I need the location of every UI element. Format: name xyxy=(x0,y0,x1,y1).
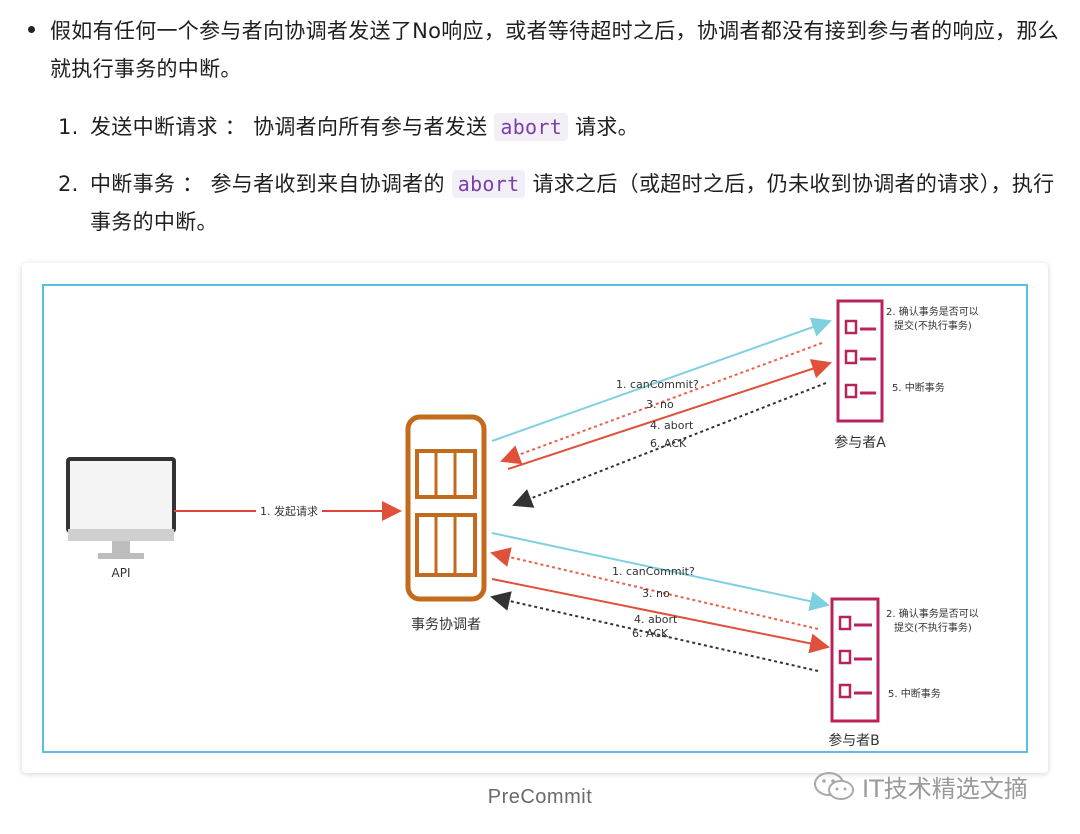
bullet-item: 假如有任何一个参与者向协调者发送了No响应，或者等待超时之后，协调者都没有接到参… xyxy=(28,12,1068,88)
request-label: 1. 发起请求 xyxy=(260,504,318,518)
arrow-no-b xyxy=(490,547,819,630)
arrow-no-a xyxy=(500,342,823,465)
precommit-diagram: API 1. 发起请求 事务协调者 参与者A 2. 确认事务是否可以 xyxy=(42,284,1028,753)
arrow-ack-a xyxy=(512,382,827,508)
diagram-border xyxy=(42,284,1028,753)
ordered-list-2: 2. 中断事务 ： 参与者收到来自协调者的 abort 请求之后（或超时之后，仍… xyxy=(58,165,1058,241)
step-text-end: 请求之后（或超时之后，仍未收到协调者的请求），执行事务的中断。 xyxy=(90,172,1055,234)
msg-abort-a: 4. abort xyxy=(650,419,694,432)
list-number: 1. xyxy=(58,115,79,139)
inline-code: abort xyxy=(451,170,526,198)
msg-ack-b: 6. ACK xyxy=(632,627,669,640)
participant-a-icon xyxy=(836,299,884,423)
note-confirm-a-2: 提交(不执行事务) xyxy=(894,319,972,332)
list-item: 2. 中断事务 ： 参与者收到来自协调者的 abort 请求之后（或超时之后，仍… xyxy=(58,165,1058,241)
coordinator-label: 事务协调者 xyxy=(411,617,481,633)
arrow-abort-a xyxy=(507,359,832,470)
figure-caption: PreCommit xyxy=(487,786,593,808)
arrow-cancommit-b xyxy=(491,532,830,612)
watermark-text: IT技术精选文摘 xyxy=(862,774,1028,803)
step-title: 发送中断请求 xyxy=(90,115,218,139)
bullet-dot xyxy=(28,26,35,33)
step-text-end: 请求。 xyxy=(568,115,639,139)
participant-b-label: 参与者B xyxy=(828,732,880,749)
arrow-ack-b xyxy=(490,591,819,672)
inline-code: abort xyxy=(494,113,569,141)
msg-cancommit-a: 1. canCommit? xyxy=(616,378,699,391)
wechat-icon xyxy=(814,772,854,800)
msg-no-b: 3. no xyxy=(642,587,670,600)
step-separator: ： xyxy=(217,115,254,139)
note-confirm-b-2: 提交(不执行事务) xyxy=(894,621,972,634)
watermark: IT技术精选文摘 xyxy=(812,768,1028,804)
msg-no-a: 3. no xyxy=(646,398,674,411)
participant-b-icon xyxy=(830,597,880,723)
list-item: 1. 发送中断请求 ： 协调者向所有参与者发送 abort 请求。 xyxy=(58,108,1058,146)
note-confirm-b-1: 2. 确认事务是否可以 xyxy=(886,607,979,620)
note-confirm-a-1: 2. 确认事务是否可以 xyxy=(886,305,979,318)
participant-a-label: 参与者A xyxy=(834,434,886,451)
msg-cancommit-b: 1. canCommit? xyxy=(612,565,695,578)
coordinator-icon xyxy=(405,414,487,602)
step-title: 中断事务 xyxy=(90,172,176,196)
ordered-list: 1. 发送中断请求 ： 协调者向所有参与者发送 abort 请求。 xyxy=(58,108,1058,146)
msg-abort-b: 4. abort xyxy=(634,613,678,626)
bullet-text: 假如有任何一个参与者向协调者发送了No响应，或者等待超时之后，协调者都没有接到参… xyxy=(50,19,1059,81)
note-abort-b: 5. 中断事务 xyxy=(888,687,941,700)
arrow-abort-b xyxy=(491,578,830,654)
step-text: 协调者向所有参与者发送 xyxy=(253,115,495,139)
step-text: 参与者收到来自协调者的 xyxy=(210,172,452,196)
api-label: API xyxy=(112,566,131,580)
step-separator: ： xyxy=(175,172,211,196)
msg-ack-a: 6. ACK xyxy=(650,437,687,450)
list-number: 2. xyxy=(58,172,79,196)
note-abort-a: 5. 中断事务 xyxy=(892,381,945,394)
arrow-cancommit-a xyxy=(491,317,832,442)
figure: API 1. 发起请求 事务协调者 参与者A 2. 确认事务是否可以 xyxy=(22,263,1048,773)
monitor-icon xyxy=(66,457,176,559)
